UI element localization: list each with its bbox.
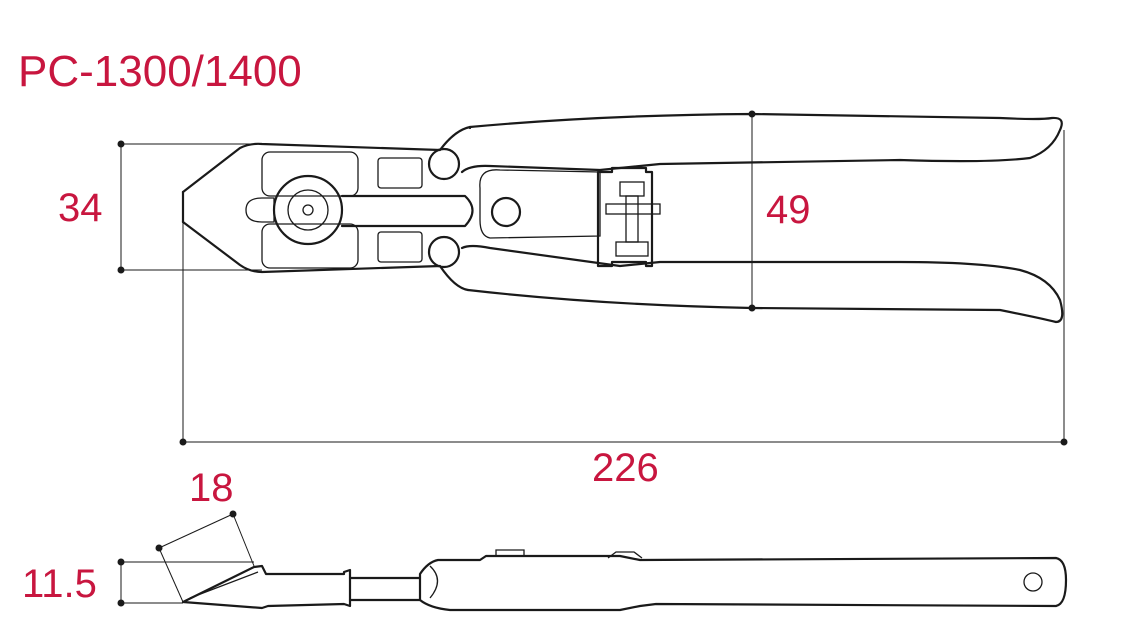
side-jaw bbox=[181, 564, 352, 610]
main-pivot-center bbox=[302, 204, 314, 216]
upper-link-slot bbox=[377, 157, 423, 189]
lower-link-slot bbox=[377, 231, 423, 263]
upper-link-pivot bbox=[427, 147, 461, 181]
upper-jaw-pocket bbox=[261, 151, 359, 197]
side-view-dimensions bbox=[117, 510, 255, 607]
top-view-dimensions bbox=[117, 110, 1068, 446]
blade-notch bbox=[245, 197, 275, 223]
dimension-overall-length: 226 bbox=[592, 446, 659, 490]
lower-link-pivot bbox=[427, 235, 461, 269]
lower-handle bbox=[460, 244, 1064, 324]
side-view bbox=[181, 549, 1068, 612]
dimension-handle-width: 49 bbox=[766, 188, 811, 232]
jaw-head-outline bbox=[181, 125, 472, 292]
link-bar bbox=[340, 194, 474, 228]
dimension-jaw-height: 34 bbox=[58, 186, 103, 230]
adjuster-bolt-head bbox=[619, 181, 645, 197]
side-connector bbox=[348, 576, 422, 602]
side-body bbox=[418, 554, 1068, 612]
side-pivot-cap bbox=[607, 551, 643, 559]
handle-pivot bbox=[490, 196, 522, 228]
dimension-head-length: 18 bbox=[189, 466, 234, 510]
jaw-edge-line bbox=[189, 571, 259, 599]
junction-plate bbox=[479, 169, 601, 239]
adjuster-housing bbox=[596, 166, 654, 268]
adjuster-shaft bbox=[625, 195, 639, 243]
side-adjuster-knob bbox=[495, 549, 525, 556]
dimension-thickness: 11.5 bbox=[22, 562, 97, 606]
main-pivot-outer bbox=[272, 174, 344, 246]
top-view bbox=[181, 112, 1064, 324]
model-title: PC-1300/1400 bbox=[18, 47, 302, 96]
adjuster-washer bbox=[605, 203, 661, 215]
side-link-curve bbox=[429, 565, 439, 599]
main-pivot-ring bbox=[287, 189, 329, 231]
upper-handle bbox=[460, 112, 1063, 174]
hanging-hole bbox=[1023, 572, 1043, 592]
lower-jaw-pocket bbox=[261, 223, 359, 269]
adjuster-nut bbox=[615, 241, 649, 257]
